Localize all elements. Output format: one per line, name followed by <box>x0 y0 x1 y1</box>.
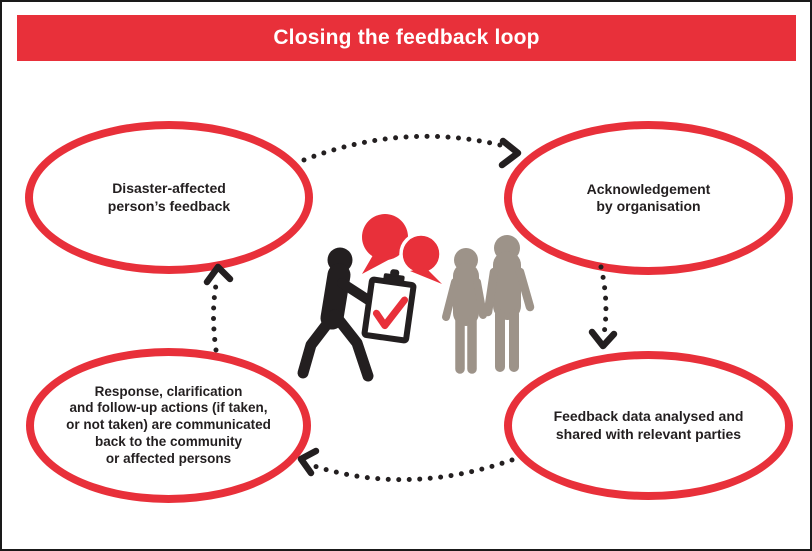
speech-bubble-left <box>362 214 408 260</box>
step-disaster-feedback: Disaster-affected person’s feedback <box>25 121 313 274</box>
arrow-bottom-icon <box>297 447 515 483</box>
arrow-left-dots <box>211 282 219 353</box>
clipboard-clip <box>382 273 405 286</box>
community-person-1-arm-left <box>442 278 459 321</box>
community-members-icon <box>442 235 535 374</box>
title-bar: Closing the feedback loop <box>17 15 796 61</box>
checkmark-icon <box>372 296 409 330</box>
community-person-2-arm-right <box>515 267 535 312</box>
step-acknowledgement: Acknowledgement by organisation <box>504 121 793 275</box>
community-person-1-head <box>454 248 478 272</box>
surveyor-front-leg <box>329 309 374 382</box>
surveyor-back-leg <box>297 309 340 379</box>
step-data-analysed: Feedback data analysed and shared with r… <box>504 351 793 500</box>
surveyor-clipboard-icon <box>297 247 417 382</box>
arrow-right-icon <box>588 264 618 350</box>
community-person-1-arm-right <box>473 278 487 319</box>
community-person-2-arm-left <box>483 267 499 317</box>
page-title: Closing the feedback loop <box>273 26 540 49</box>
arrow-top-dots <box>301 133 503 163</box>
arrow-right-head <box>588 328 618 350</box>
arrow-top-icon <box>301 133 522 169</box>
clipboard-icon <box>361 269 417 344</box>
speech-bubble-left-tail <box>362 250 392 274</box>
speech-bubble-right-tail <box>410 268 442 284</box>
arrow-left-icon <box>203 263 234 353</box>
clipboard-board <box>361 276 417 344</box>
surveyor-head <box>327 247 353 273</box>
step-label-disaster-feedback: Disaster-affected person’s feedback <box>107 180 231 214</box>
arrow-bottom-dots <box>311 457 515 483</box>
arrow-bottom-head <box>297 447 320 477</box>
step-label-data-analysed: Feedback data analysed and shared with r… <box>553 408 744 442</box>
step-response-communicated: Response, clarification and follow-up ac… <box>26 348 311 503</box>
clipboard-clip-knob <box>390 269 400 277</box>
surveyor-arm <box>337 278 381 310</box>
arrow-top-head <box>498 137 522 169</box>
surveyor-torso <box>320 263 351 330</box>
speech-bubbles-icon <box>362 214 443 284</box>
arrow-right-dots <box>598 264 609 337</box>
community-person-2-head <box>494 235 520 261</box>
step-label-acknowledgement: Acknowledgement by organisation <box>586 180 711 214</box>
step-label-response-communicated: Response, clarification and follow-up ac… <box>66 383 271 466</box>
speech-bubble-right <box>399 232 443 276</box>
